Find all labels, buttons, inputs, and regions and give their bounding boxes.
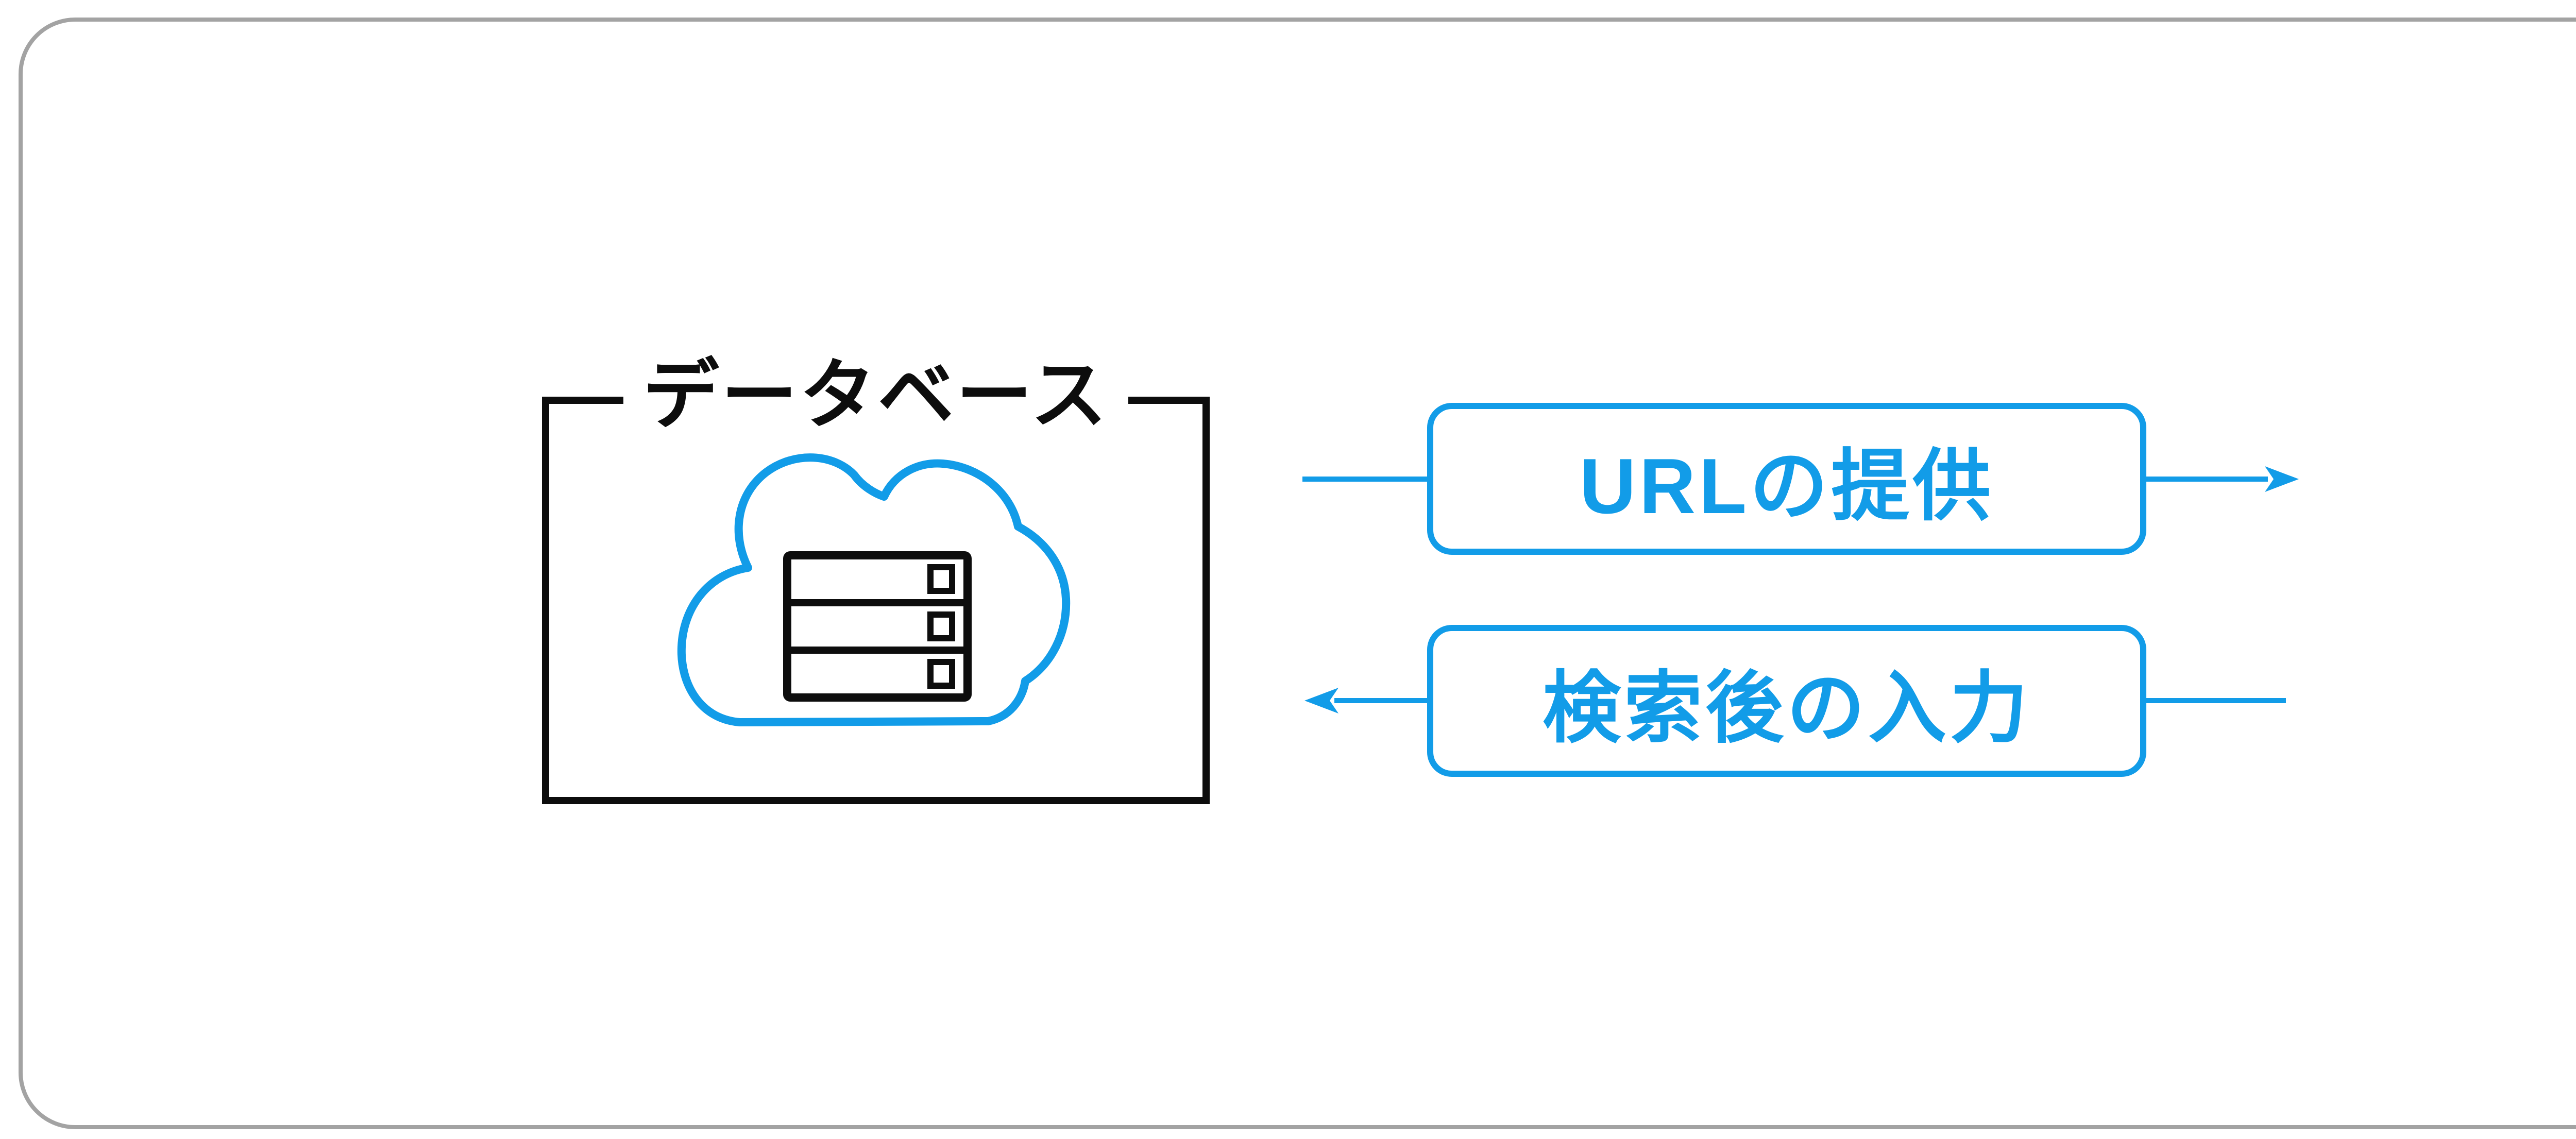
diagram-card xyxy=(19,18,2576,1129)
database-box-top-border-right xyxy=(1128,397,1210,404)
person-at-laptop-illustration xyxy=(2370,129,2576,1005)
database-box-top-border-left xyxy=(542,397,623,404)
flow-label-url: URLの提供 xyxy=(1427,403,2146,555)
server-rack-icon xyxy=(783,551,972,702)
flow-label-search-text: 検索後の入力 xyxy=(1543,664,2031,752)
database-box xyxy=(542,397,1210,804)
cloud-server-icon xyxy=(677,453,1071,726)
flow-label-url-text: URLの提供 xyxy=(1579,442,1994,530)
database-label: データベース xyxy=(642,353,1109,438)
flow-label-search: 検索後の入力 xyxy=(1427,625,2146,777)
